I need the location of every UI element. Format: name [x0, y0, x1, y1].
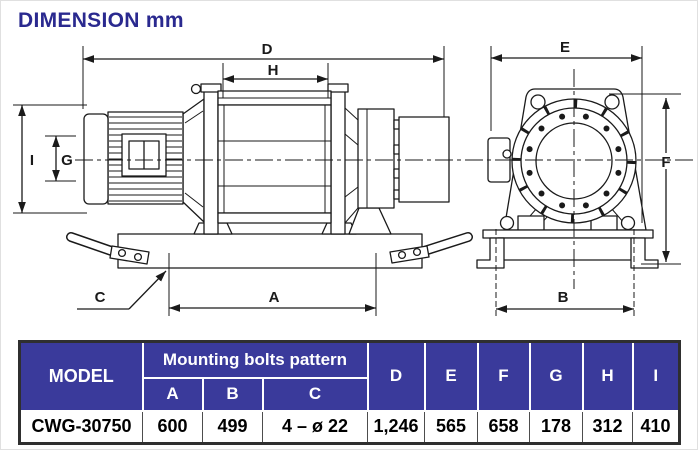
dimension-H: H — [222, 62, 329, 98]
dimension-C: C — [77, 270, 167, 310]
dim-label-c: C — [95, 289, 106, 306]
dimension-G: G — [45, 135, 76, 182]
col-header-b: B — [201, 376, 264, 412]
dimension-D: D — [82, 41, 445, 117]
eyelet — [190, 83, 202, 95]
dim-label-h: H — [268, 62, 279, 79]
spec-table-container: MODEL Mounting bolts pattern D E F G H I… — [18, 340, 681, 445]
ear-hole-left — [530, 94, 546, 110]
drum-barrel — [217, 104, 332, 214]
cell-i: 410 — [632, 410, 680, 444]
brake-support — [348, 207, 392, 235]
flange-bolts — [526, 113, 622, 209]
col-header-i: I — [631, 340, 681, 412]
foot-bolt-right — [620, 215, 636, 231]
cell-model: CWG-30750 — [19, 410, 143, 444]
dim-label-a: A — [269, 289, 280, 306]
foot-bolt-left — [499, 215, 515, 231]
cell-c: 4 – ø 22 — [262, 410, 368, 444]
col-header-f: F — [476, 340, 531, 412]
drum-assembly — [190, 83, 349, 235]
dim-label-g: G — [61, 152, 73, 169]
left-side-plate — [203, 90, 219, 235]
dimension-F: F — [609, 93, 681, 265]
brake-drum — [357, 108, 395, 209]
col-header-c: C — [261, 376, 369, 412]
dim-label-f: F — [661, 154, 670, 171]
dimension-I: I — [13, 104, 87, 214]
cell-f: 658 — [477, 410, 530, 444]
dimension-E: E — [490, 39, 643, 223]
col-header-e: E — [423, 340, 479, 412]
brake-clutch — [344, 107, 450, 224]
motor — [83, 111, 184, 205]
left-handle — [66, 232, 150, 265]
cell-e: 565 — [424, 410, 478, 444]
dim-label-d: D — [262, 41, 273, 58]
dimension-A: A — [169, 289, 376, 312]
page-title: DIMENSION mm — [18, 9, 184, 32]
cell-a: 600 — [142, 410, 203, 444]
col-header-g: G — [528, 340, 584, 412]
cell-g: 178 — [529, 410, 583, 444]
model-header: MODEL — [18, 340, 144, 412]
col-header-d: D — [366, 340, 426, 412]
side-view-winch — [66, 83, 473, 316]
mounting-group-header: Mounting bolts pattern — [141, 340, 369, 379]
dim-label-e: E — [560, 39, 570, 56]
table-row: CWG-30750 600 499 4 – ø 22 1,246 565 658… — [19, 410, 680, 444]
col-header-h: H — [581, 340, 634, 412]
cell-h: 312 — [582, 410, 633, 444]
motor-end-cap — [83, 113, 109, 205]
dim-label-i: I — [30, 152, 34, 169]
end-base-plate — [482, 229, 654, 239]
dimension-B: B — [496, 289, 634, 313]
right-side-plate — [330, 90, 346, 235]
col-header-a: A — [141, 376, 204, 412]
cell-d: 1,246 — [367, 410, 425, 444]
dimension-table: MODEL Mounting bolts pattern D E F G H I… — [18, 340, 681, 445]
dim-label-b: B — [558, 289, 569, 306]
dimension-drawing: D H I G A C — [13, 39, 693, 317]
ear-hole-right — [604, 94, 620, 110]
end-view-winch — [476, 88, 659, 317]
right-handle — [389, 232, 473, 264]
cell-b: 499 — [202, 410, 263, 444]
